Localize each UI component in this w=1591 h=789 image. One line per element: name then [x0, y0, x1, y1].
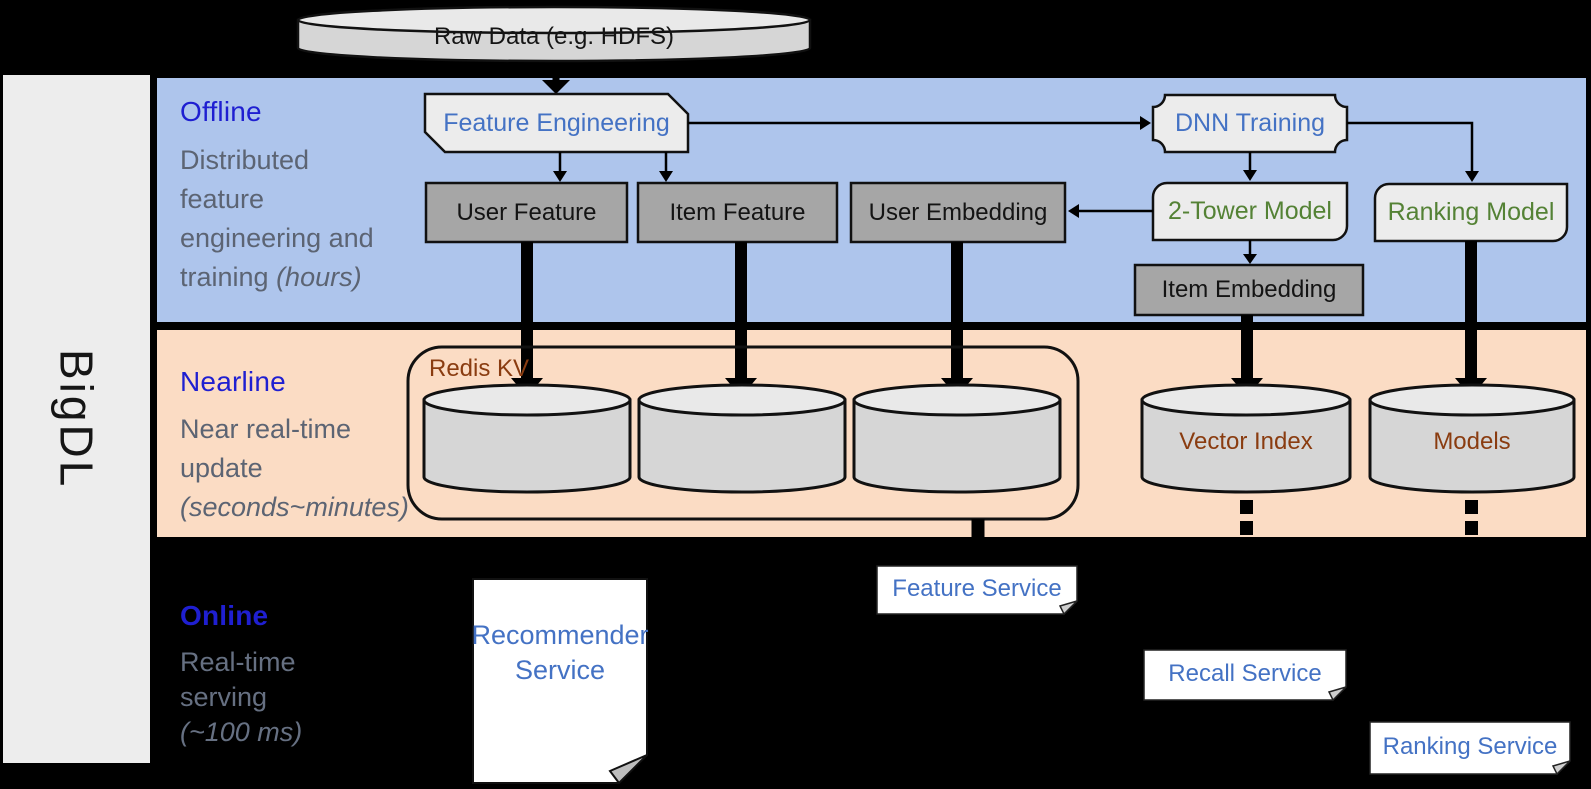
- redis-kv-container: [406, 345, 1080, 521]
- user-embedding-label: User Embedding: [868, 198, 1048, 226]
- recommender-service-doc: [472, 578, 648, 785]
- ranking-model-shape: [1373, 182, 1569, 243]
- recall-service-doc: [1143, 649, 1347, 702]
- vector-index-cylinder: [1140, 383, 1352, 494]
- online-desc-line3: (~100 ms): [180, 717, 303, 747]
- arrow-dnn-to-rankingmodel: [1347, 121, 1479, 182]
- kv-cylinder-3: [852, 383, 1062, 494]
- arrow-twotower-to-itemembedding: [1243, 240, 1257, 264]
- arrow-rankingmodel-to-models: [1455, 241, 1487, 397]
- two-tower-model-label: 2-Tower Model: [1168, 197, 1332, 226]
- models-label: Models: [1433, 428, 1511, 456]
- nearline-desc-line3: (seconds~minutes): [180, 492, 409, 522]
- offline-desc: Distributed feature engineering and trai…: [180, 141, 430, 297]
- user-feature-label: User Feature: [456, 198, 597, 226]
- ranking-service-label: Ranking Service: [1382, 732, 1558, 760]
- ranking-service-doc: [1369, 721, 1571, 776]
- feature-service-doc: [876, 565, 1078, 616]
- arrow-rawdata-to-fe: [542, 63, 570, 94]
- two-tower-model-shape: [1151, 181, 1349, 242]
- dashed-vectorindex-to-recall: [1240, 500, 1253, 535]
- item-embedding-box: [1133, 263, 1365, 317]
- feature-engineering-shape: [423, 92, 690, 154]
- bigdl-label: BigDL: [50, 348, 103, 490]
- recall-service-label: Recall Service: [1168, 659, 1322, 687]
- offline-title: Offline: [180, 96, 262, 127]
- recommender-service-label: Recommender Service: [471, 619, 649, 685]
- bigdl-sidebar: BigDL: [3, 75, 150, 763]
- item-embedding-label: Item Embedding: [1161, 276, 1337, 304]
- offline-desc-line3: engineering and: [180, 223, 374, 253]
- online-desc-line2: serving: [180, 682, 268, 712]
- ranking-model-label: Ranking Model: [1387, 198, 1555, 227]
- raw-data-cylinder: [296, 5, 812, 63]
- dashed-models-to-ranking: [1465, 500, 1478, 535]
- arrow-fe-to-itemfeature: [659, 152, 673, 182]
- arrow-dnn-to-twotower: [1243, 152, 1257, 181]
- kv-cylinder-1: [422, 383, 632, 494]
- arrow-itemfeature-to-kv2: [725, 242, 757, 397]
- nearline-desc: Near real-time update (seconds~minutes): [180, 410, 450, 527]
- kv-cylinder-2: [637, 383, 847, 494]
- offline-desc-line4-text: training: [180, 262, 277, 292]
- dnn-training-shape: [1151, 93, 1349, 154]
- item-feature-label: Item Feature: [669, 198, 806, 226]
- feature-service-label: Feature Service: [892, 574, 1062, 602]
- offline-desc-line2: feature: [180, 184, 265, 214]
- vector-index-label: Vector Index: [1179, 428, 1313, 456]
- arrow-fe-to-userfeature: [553, 152, 567, 182]
- redis-kv-label: Redis KV: [429, 355, 530, 383]
- online-title: Online: [180, 600, 269, 631]
- user-feature-box: [424, 181, 629, 244]
- arrow-fe-to-dnn: [688, 116, 1151, 130]
- raw-data-label: Raw Data (e.g. HDFS): [433, 23, 675, 51]
- dnn-training-label: DNN Training: [1174, 109, 1326, 138]
- arrow-twotower-to-userembedding: [1068, 204, 1153, 218]
- nearline-desc-line1: Near real-time: [180, 414, 352, 444]
- arrow-userembedding-to-kv3: [941, 242, 973, 397]
- offline-desc-line4-italic: (hours): [276, 262, 362, 292]
- arrow-rediskv-to-featureservice: [960, 519, 996, 556]
- offline-desc-line4: training (hours): [180, 258, 430, 297]
- online-desc: Real-time serving (~100 ms): [180, 645, 430, 750]
- nearline-desc-line2: update: [180, 453, 263, 483]
- offline-desc-line1: Distributed: [180, 145, 310, 175]
- online-desc-line1: Real-time: [180, 647, 296, 677]
- nearline-title: Nearline: [180, 366, 286, 397]
- feature-engineering-label: Feature Engineering: [443, 108, 670, 137]
- models-cylinder: [1368, 383, 1576, 494]
